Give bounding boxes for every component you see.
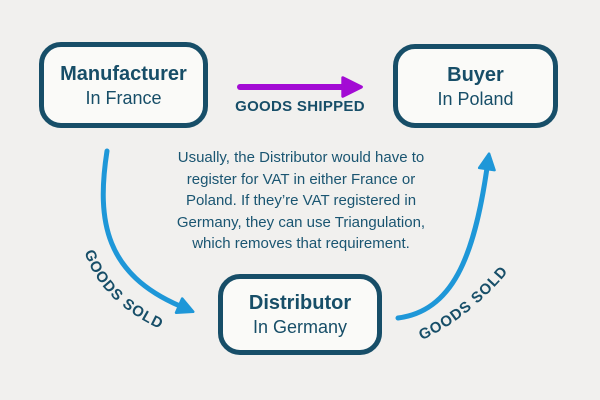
goods-shipped-label: GOODS SHIPPED: [235, 98, 365, 115]
node-manufacturer-subtitle: In France: [85, 87, 162, 108]
note-line: Poland. If they’re VAT registered in: [185, 192, 417, 209]
goods-sold-right-arrow: [395, 152, 496, 321]
node-buyer: Buyer In Poland: [393, 44, 558, 128]
node-distributor-subtitle: In Germany: [252, 317, 348, 337]
node-distributor: Distributor In Germany: [218, 274, 382, 355]
node-manufacturer: Manufacturer In France: [39, 42, 208, 128]
note-line: register for VAT in either France or: [186, 170, 416, 188]
node-buyer-subtitle: In Poland: [437, 88, 514, 109]
node-manufacturer-title: Manufacturer: [60, 62, 187, 85]
goods-sold-left-arrow: [100, 148, 195, 314]
node-distributor-title: Distributor: [248, 292, 352, 314]
note-line: Usually, the Distributor would have to: [177, 149, 425, 166]
explanation-note: Usually, the Distributor would have to r…: [137, 147, 465, 255]
node-buyer-title: Buyer: [447, 63, 504, 86]
note-line: which removes that requirement.: [192, 235, 410, 252]
note-line: Germany, they can use Triangulation,: [176, 213, 426, 231]
